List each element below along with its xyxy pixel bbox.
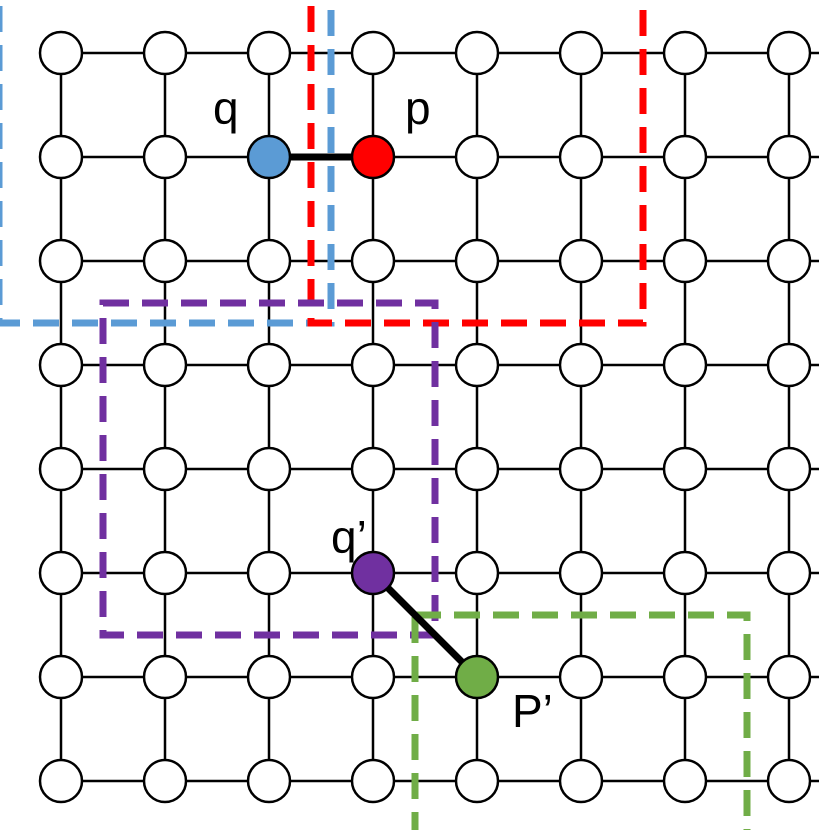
q-prime-window-box [99,299,439,639]
grid-node [454,446,500,492]
grid-node [454,134,500,180]
label-q: q [213,82,239,134]
grid-node [38,238,84,284]
grid-node [454,342,500,388]
grid-node [662,342,708,388]
grid-node [662,238,708,284]
grid-node [662,134,708,180]
grid-node [38,654,84,700]
grid-node [142,342,188,388]
grid-node [766,550,812,596]
grid-node [350,654,396,700]
grid-node [766,238,812,284]
edge-q-prime-p-prime [369,569,481,681]
grid-node [350,446,396,492]
grid-node [350,758,396,804]
grid-node [454,550,500,596]
grid-node [246,758,292,804]
grid-node [246,446,292,492]
grid-node [662,550,708,596]
grid-node [766,446,812,492]
grid-node [142,446,188,492]
grid-node [350,238,396,284]
grid-node [142,550,188,596]
grid-node [246,550,292,596]
grid-node [662,446,708,492]
grid-node [142,654,188,700]
grid-node [454,238,500,284]
grid-node [662,30,708,76]
node-q [246,134,292,180]
node-p [350,134,396,180]
grid-node [454,30,500,76]
grid-node [558,238,604,284]
grid-node [766,134,812,180]
grid-node [766,342,812,388]
grid-node [38,758,84,804]
grid-node [38,550,84,596]
node-q-prime [350,550,396,596]
grid-node [558,30,604,76]
grid-node [350,30,396,76]
grid-node [38,30,84,76]
p-window-box [307,0,647,327]
grid-node [246,342,292,388]
grid-node [142,134,188,180]
label-q-prime: q’ [331,511,367,563]
grid-node [558,342,604,388]
grid-node [38,134,84,180]
neighborhood-boxes [0,0,751,830]
q-window-box [0,0,335,327]
p-prime-window-box [411,611,751,830]
grid-node [454,758,500,804]
grid-node [558,550,604,596]
grid-node [38,446,84,492]
grid-node [558,134,604,180]
grid-node [142,238,188,284]
grid-node [662,654,708,700]
grid-node [766,758,812,804]
grid-node [558,446,604,492]
grid-node [558,758,604,804]
grid-node [662,758,708,804]
grid-node [38,342,84,388]
label-p-prime: P’ [512,685,553,737]
node-p-prime [454,654,500,700]
grid-node [766,30,812,76]
grid-node [558,654,604,700]
grid-node [766,654,812,700]
grid-node [246,238,292,284]
grid-nodes [38,30,812,804]
label-p: p [405,82,431,134]
grid-node [142,758,188,804]
grid-node [142,30,188,76]
grid-node [246,30,292,76]
grid-node [246,654,292,700]
grid-node [350,342,396,388]
